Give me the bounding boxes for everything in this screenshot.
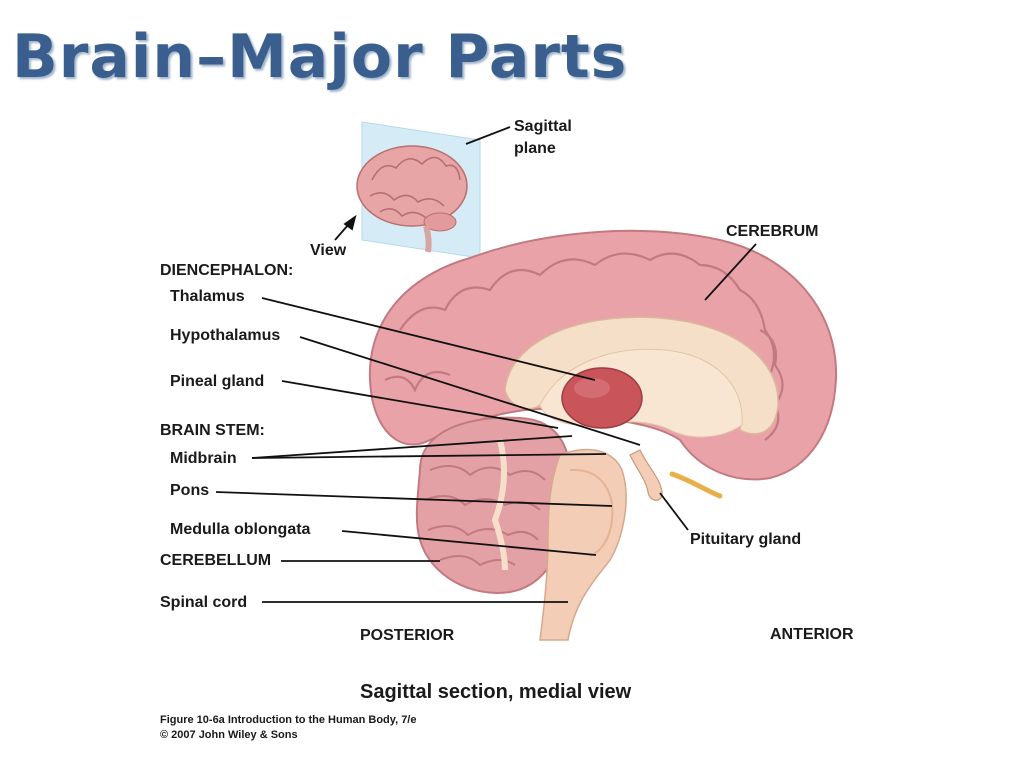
- label-thalamus: Thalamus: [170, 288, 245, 305]
- label-view: View: [310, 242, 347, 259]
- label-midbrain: Midbrain: [170, 450, 237, 467]
- label-anterior: ANTERIOR: [770, 626, 854, 643]
- label-hypothalamus: Hypothalamus: [170, 327, 281, 344]
- figure-credit-line1: Figure 10-6a Introduction to the Human B…: [160, 714, 417, 726]
- label-medulla-oblongata: Medulla oblongata: [170, 521, 311, 538]
- label-diencephalon: DIENCEPHALON:: [160, 262, 294, 279]
- thalamus-shape: [561, 367, 643, 429]
- label-posterior: POSTERIOR: [360, 627, 455, 644]
- brain-stem-shape: [539, 448, 627, 641]
- label-spinal-cord: Spinal cord: [160, 594, 248, 611]
- label-pituitary-gland: Pituitary gland: [690, 531, 802, 548]
- label-cerebrum: CEREBRUM: [726, 223, 819, 240]
- figure-credit-line2: © 2007 John Wiley & Sons: [160, 729, 298, 741]
- pituitary-shape: [629, 449, 663, 501]
- leader-lines: [215, 126, 757, 603]
- slide-title: Brain–Major Parts: [12, 22, 628, 92]
- label-sagittal-plane-line2: plane: [514, 140, 556, 157]
- label-sagittal-plane-line1: Sagittal: [514, 118, 572, 135]
- figure-caption: Sagittal section, medial view: [360, 681, 632, 703]
- label-cerebellum: CEREBELLUM: [160, 552, 272, 569]
- label-brain-stem: BRAIN STEM:: [160, 422, 265, 439]
- label-pineal-gland: Pineal gland: [170, 373, 265, 390]
- label-pons: Pons: [170, 482, 210, 499]
- inset-brain-figure: [356, 121, 481, 259]
